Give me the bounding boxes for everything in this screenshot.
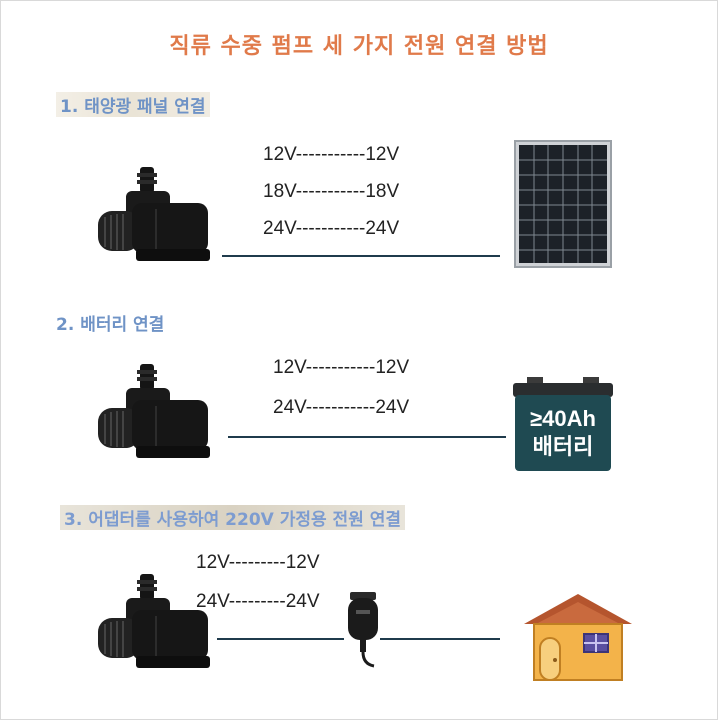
voltage-row: 12V---------12V bbox=[196, 552, 320, 573]
connection-line bbox=[217, 638, 344, 640]
connection-line bbox=[380, 638, 500, 640]
voltage-row: 24V-----------24V bbox=[273, 397, 410, 418]
connection-line bbox=[222, 255, 500, 257]
voltage-row: 12V-----------12V bbox=[263, 144, 400, 165]
voltage-row: 18V-----------18V bbox=[263, 181, 400, 202]
voltage-row: 24V-----------24V bbox=[263, 218, 400, 239]
section-3-heading: 3. 어댑터를 사용하여 220V 가정용 전원 연결 bbox=[60, 505, 406, 530]
house-icon bbox=[522, 590, 634, 682]
solar-panel-icon bbox=[514, 140, 612, 268]
battery-icon: ≥40Ah 배터리 bbox=[513, 377, 613, 473]
battery-capacity: ≥40Ah bbox=[530, 406, 596, 431]
connection-line bbox=[228, 436, 506, 438]
power-adapter-icon bbox=[344, 588, 382, 668]
pump-icon bbox=[96, 165, 214, 265]
page-title: 직류 수중 펌프 세 가지 전원 연결 방법 bbox=[169, 34, 549, 59]
battery-label: 배터리 bbox=[532, 434, 594, 459]
voltage-row: 12V-----------12V bbox=[273, 357, 410, 378]
pump-icon bbox=[96, 572, 214, 672]
section-1-heading: 1. 태양광 패널 연결 bbox=[56, 92, 210, 117]
voltage-row: 24V---------24V bbox=[196, 591, 320, 612]
section-2-heading: 2. 배터리 연결 bbox=[56, 315, 165, 335]
pump-icon bbox=[96, 362, 214, 462]
